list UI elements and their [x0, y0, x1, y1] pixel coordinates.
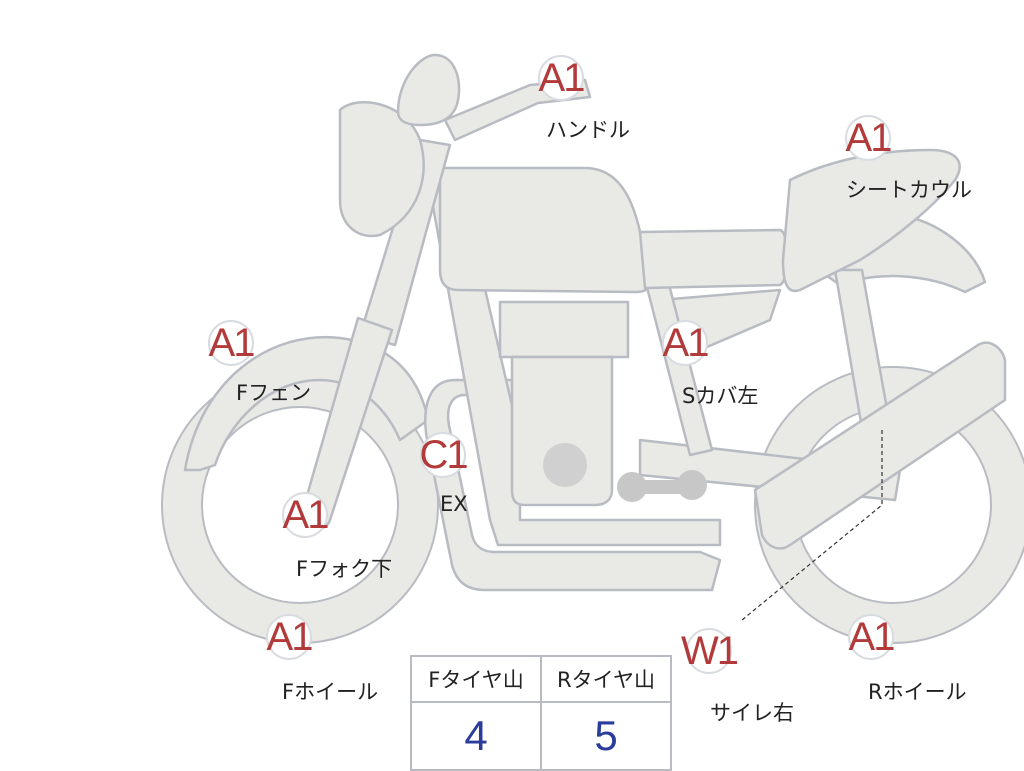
front-wheel-grade-badge: A1: [266, 614, 313, 660]
side-cover-label: Sカバ左: [682, 384, 759, 408]
exhaust-grade-badge: C1: [419, 432, 469, 478]
headlight-shape: [338, 101, 425, 238]
tire-table-value-row: 4 5: [410, 701, 672, 771]
silencer-grade-badge: W1: [681, 628, 739, 674]
footpeg-shape: [616, 470, 707, 503]
engine-cover-shape: [543, 443, 587, 487]
front-fender-label: Fフェン: [236, 381, 312, 405]
seat-base-shape: [638, 228, 789, 290]
rear-tire-tread-value: 5: [540, 701, 672, 771]
tire-table-header-row: Fタイヤ山 Rタイヤ山: [410, 655, 672, 703]
rear-wheel-grade-badge: A1: [848, 614, 895, 660]
rear-wheel-label: Rホイール: [868, 680, 967, 704]
handle-label: ハンドル: [546, 118, 630, 142]
seat-cowl-grade-badge: A1: [845, 115, 892, 161]
fuel-tank-shape: [438, 166, 650, 294]
front-fender-grade-badge: A1: [208, 320, 255, 366]
tire-tread-table: Fタイヤ山 Rタイヤ山 4 5: [410, 655, 672, 771]
front-fork-grade-badge: A1: [282, 492, 329, 538]
front-fork-label: Fフォク下: [296, 557, 393, 581]
meter-shape: [396, 53, 461, 127]
front-wheel-label: Fホイール: [282, 680, 379, 704]
handle-grade-badge: A1: [538, 55, 585, 101]
front-tire-tread-value: 4: [410, 701, 542, 771]
side-cover-grade-badge: A1: [662, 320, 709, 366]
silencer-shape: [753, 341, 1007, 550]
exhaust-pipe-shape: [424, 378, 722, 592]
engine-head-shape: [498, 300, 630, 359]
seat-cowl-label: シートカウル: [846, 178, 972, 202]
rear-tire-tread-header: Rタイヤ山: [540, 655, 672, 703]
silencer-pointer-line: [741, 430, 883, 621]
engine-block-shape: [510, 355, 614, 507]
silencer-label: サイレ右: [710, 701, 794, 725]
exhaust-label: EX: [440, 492, 468, 516]
front-tire-tread-header: Fタイヤ山: [410, 655, 542, 703]
front-fork-shape: [358, 138, 452, 347]
